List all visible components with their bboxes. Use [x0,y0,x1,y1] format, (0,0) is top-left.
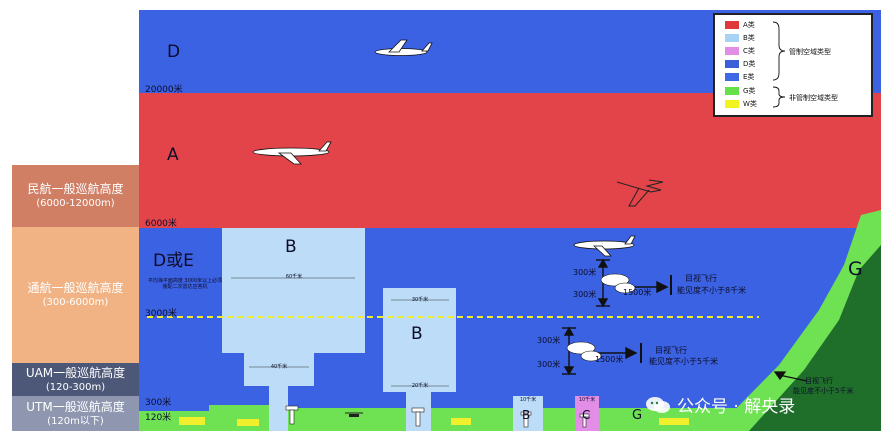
class-w-patch-1 [179,417,205,425]
wechat-icon [646,396,670,413]
altitude-6000-label: 6000米 [145,219,177,229]
watermark: 公众号 · 解央录 [645,392,795,417]
vfr-upper-cloud [600,273,636,294]
zone-letter-b-left: B [285,237,297,257]
altitude-120-label: 120米 [145,413,172,423]
legend-item-b: B类 [725,33,755,43]
side-label-utm: UTM一般巡航高度 (120m以下) [12,396,139,431]
b-right-mid-radius: 20千米 [411,383,429,389]
b-transponder-note: 平均海平面高度 3000米以上必须 装配二次雷达应答机 [147,278,223,290]
control-tower-c [579,413,590,428]
vfr-g-line1: 目视飞行 [805,377,833,385]
legend-item-g: G类 [725,86,755,96]
legend-item-c: C类 [725,46,755,56]
zone-letter-d-or-e: D或E [153,251,194,271]
b-right-top-radius: 30千米 [411,297,429,303]
side-label-uam: UAM一般巡航高度 (120-300m) [12,363,139,396]
vfr-lower-above-label: 300米 [537,336,561,345]
airplane-icon-middle [252,141,332,165]
class-g-mountain-core [749,245,881,431]
side-label-general: 通航一般巡航高度 (300-6000m) [12,227,139,363]
class-w-patch-2 [237,419,259,426]
zone-letter-g-bottom: G [632,408,643,423]
airspace-shapes [139,39,881,431]
altitude-3000-label: 3000米 [145,309,177,319]
class-b-left-shape [222,228,365,431]
control-tower-b [520,411,532,428]
vfr-upper-distance-label: 1500米 [623,288,652,297]
vfr-lower-cloud [566,341,602,362]
zone-letter-d: D [167,42,181,62]
fighter-jet-icon [616,179,664,207]
zone-letter-b-small: B [522,408,531,422]
side-label-utm-title: UTM一般巡航高度 [26,399,125,414]
legend-brackets [772,21,786,108]
legend: A类 B类 C类 D类 E类 G类 W类 管制空域类型 非管制空域类型 [713,13,873,117]
zone-letter-b-right: B [411,324,423,344]
legend-item-d: D类 [725,59,755,69]
vfr-lower-arrows [562,326,642,376]
side-label-civil-title: 民航一般巡航高度 [27,182,124,196]
class-b-right-shape [383,288,456,431]
side-label-general-title: 通航一般巡航高度 [27,281,124,295]
vfr-g-arrow [773,371,808,382]
vfr-upper-arrows [596,258,672,308]
legend-item-e: E类 [725,72,754,82]
vfr-lower-below-label: 300米 [537,360,561,369]
side-label-general-range: (300-6000m) [42,297,109,308]
side-label-uam-title: UAM一般巡航高度 [25,365,126,380]
side-label-utm-range: (120m以下) [47,415,104,427]
vfr-lower-line2: 能见度不小于5千米 [649,357,719,366]
class-w-patch-3 [451,418,471,425]
vfr-upper-line2: 能见度不小于8千米 [677,286,747,295]
b-left-top-radius: 60千米 [285,274,303,280]
zone-letter-a: A [167,145,179,165]
legend-controlled-label: 管制空域类型 [789,48,831,56]
airplane-icon-lower [573,235,636,257]
airplane-icon-top [374,39,433,56]
vfr-upper-line1: 目视飞行 [685,274,717,283]
zone-letter-c-small: C [582,408,591,422]
side-label-civil: 民航一般巡航高度 (6000-12000m) [12,165,139,227]
side-label-uam-range: (120-300m) [45,381,106,393]
vfr-lower-line1: 目视飞行 [655,346,687,355]
vfr-upper-below-label: 300米 [573,290,597,299]
control-tower-left [285,405,299,425]
c-small-radius: 10千米 [578,397,596,403]
class-w-patch-4 [659,418,689,425]
altitude-300-label: 300米 [145,398,172,408]
side-label-civil-range: (6000-12000m) [36,198,115,209]
b-small-radius: 10千米 [519,397,537,403]
vfr-g-line2: 能见度不小于5千米 [793,387,854,395]
legend-uncontrolled-label: 非管制空域类型 [789,94,838,102]
zone-letter-g-right: G [848,258,863,280]
vfr-upper-above-label: 300米 [573,268,597,277]
airspace-diagram: D A D或E B B B C G G 20000米 6000米 3000米 3… [139,10,881,431]
drone-icon [345,412,363,417]
vfr-lower-distance-label: 1500米 [595,355,624,364]
legend-item-a: A类 [725,20,755,30]
watermark-text: 公众号 · 解央录 [677,397,796,417]
legend-item-w: W类 [725,99,757,109]
altitude-20000-label: 20000米 [145,85,183,95]
b-left-mid-radius: 40千米 [270,364,288,370]
class-c-small-shape [575,396,599,431]
control-tower-right [411,407,425,427]
